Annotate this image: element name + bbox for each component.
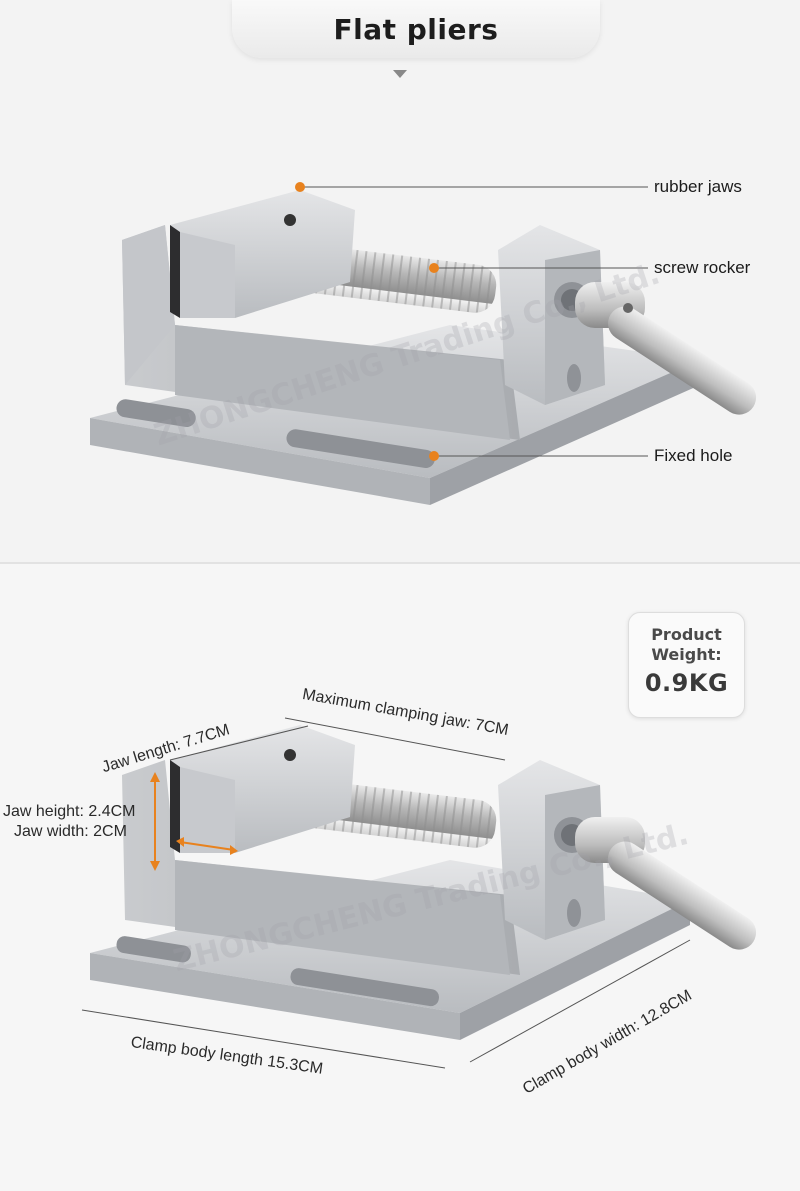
page-title: Flat pliers [333, 12, 499, 46]
movable-jaw [170, 190, 355, 318]
screw-rocker-label: screw rocker [654, 258, 751, 277]
jaw-width-label: Jaw width: 2CM [14, 823, 127, 840]
weight-value: 0.9KG [644, 669, 729, 697]
title-banner: Flat pliers [232, 0, 600, 58]
handle-lever [575, 282, 757, 415]
callout-lines [295, 182, 648, 461]
vise-illustration-top [90, 182, 757, 505]
chevron-down-icon [393, 70, 407, 78]
product-weight-badge: Product Weight: 0.9KG [628, 612, 745, 718]
screw-rocker-marker [429, 263, 439, 273]
fixed-hole-marker [429, 451, 439, 461]
fixed-hole-slots [116, 399, 435, 468]
rubber-jaws-marker [295, 182, 305, 192]
section-divider [0, 562, 800, 564]
jaw-height-label: Jaw height: 2.4CM [3, 803, 136, 820]
rubber-jaws-label: rubber jaws [654, 177, 742, 196]
weight-label: Product Weight: [651, 625, 722, 664]
rubber-jaw-pad [170, 225, 180, 318]
vise-body [122, 225, 520, 440]
fixed-hole-label: Fixed hole [654, 446, 733, 465]
